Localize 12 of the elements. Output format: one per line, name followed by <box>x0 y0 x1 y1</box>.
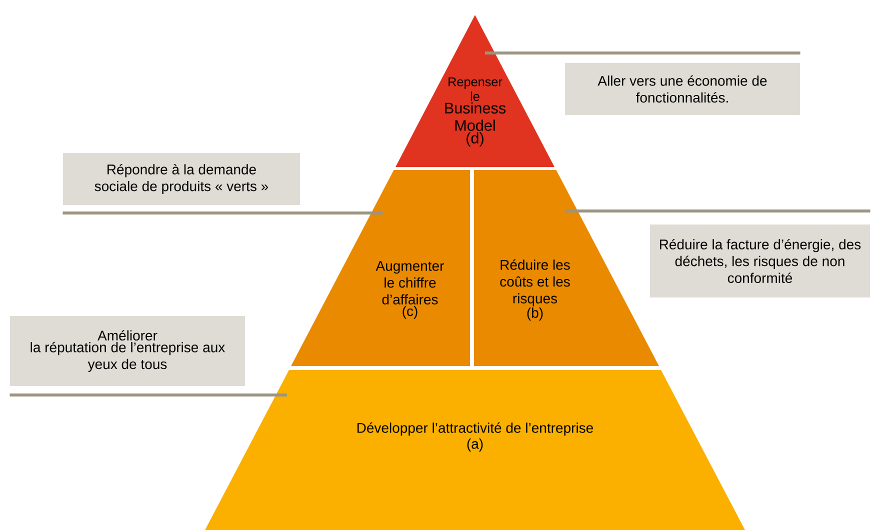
leader-line <box>565 210 870 212</box>
callout-box: Répondre à la demande sociale de produits « verts » <box>63 153 300 205</box>
leader-line <box>485 52 800 54</box>
leader-line <box>62 212 383 214</box>
pyramid-section: Repenser le Business Model (d) <box>396 15 554 167</box>
pyramid-section: Développer l’attractivité de l’entreprise (a) <box>205 370 745 530</box>
callout-box: Réduire la facture d’énergie, des déchets, les risques de non conformité <box>650 224 870 298</box>
callout-box: Aller vers une économie de fonctionnalités. <box>565 63 800 115</box>
pyramid-section: Réduire les coûts et les risques (b) <box>474 170 659 366</box>
callout-box: Améliorer la réputation de l’entreprise aux yeux de tous <box>10 316 245 386</box>
pyramid-section: Augmenter le chiffre d’affaires (c) <box>291 170 470 366</box>
leader-line <box>10 394 287 396</box>
